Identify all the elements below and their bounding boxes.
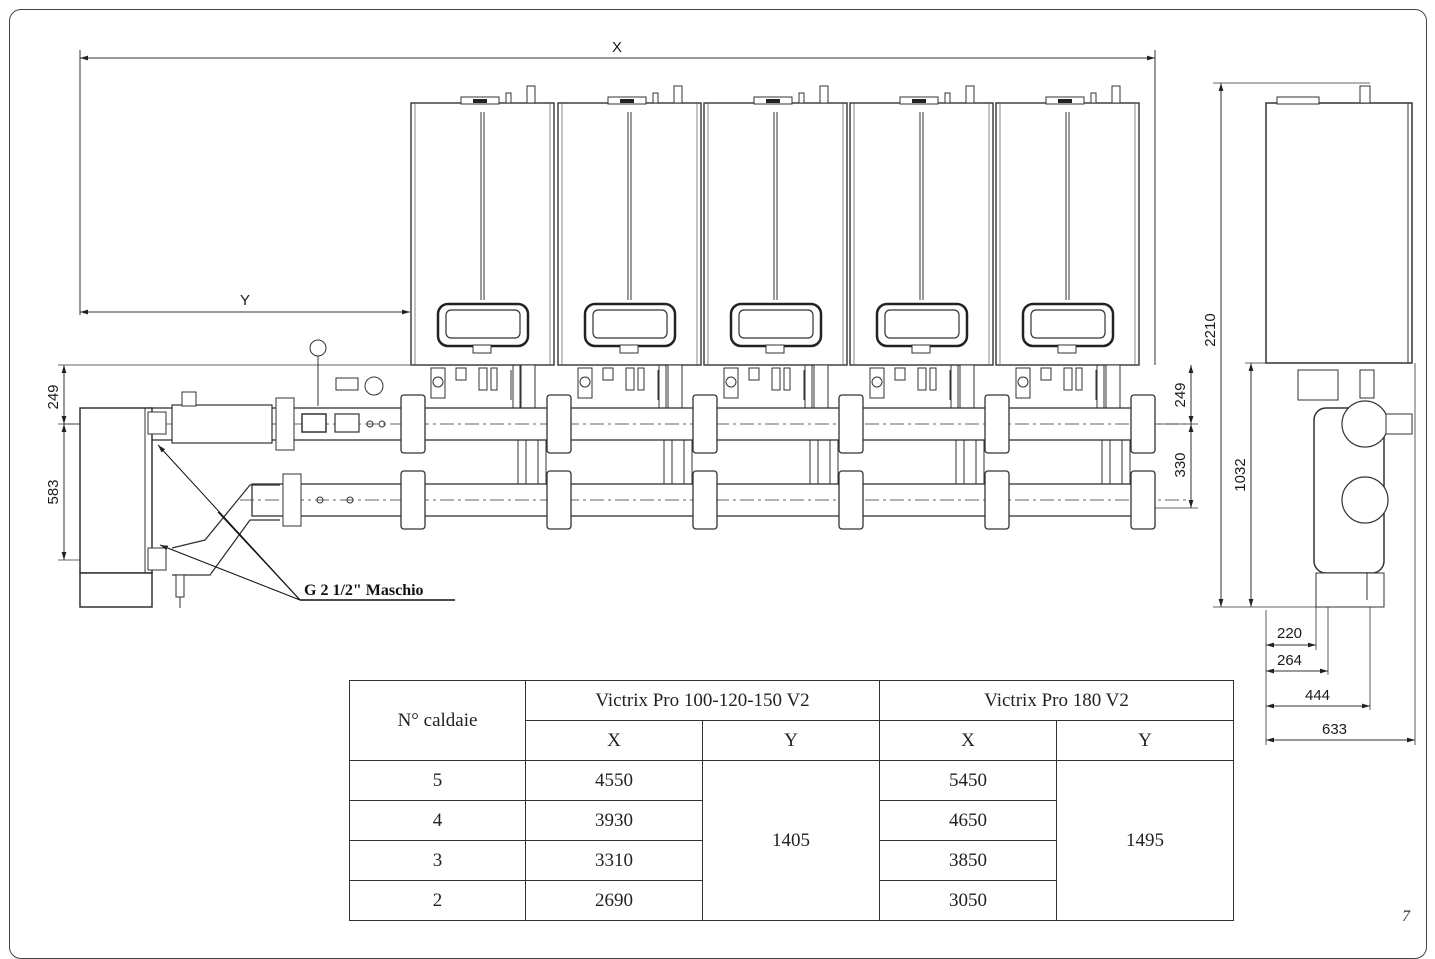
cell-b-x: 4650: [879, 800, 1057, 841]
boiler-unit: [557, 85, 702, 411]
cell-a-x: 3310: [525, 840, 703, 881]
connection-callout: G 2 1/2" Maschio: [157, 444, 455, 601]
dim-220: 220: [1277, 625, 1302, 642]
cell-b-x: 3850: [879, 840, 1057, 881]
boiler-unit: [410, 85, 555, 411]
dim-249-left: 249: [45, 384, 62, 409]
dim-264: 264: [1277, 652, 1302, 669]
dim-583: 583: [45, 479, 62, 504]
cell-b-y: 1495: [1056, 760, 1234, 921]
header-a-x: X: [525, 720, 703, 761]
dim-1032: 1032: [1232, 458, 1249, 491]
manifold-support: [512, 365, 547, 484]
header-model-a: Victrix Pro 100-120-150 V2: [525, 680, 880, 721]
manifold-flange-pair: [400, 394, 426, 530]
header-a-y: Y: [702, 720, 880, 761]
cell-a-x: 3930: [525, 800, 703, 841]
callout-label: G 2 1/2" Maschio: [304, 582, 424, 599]
manifold-flange-pair: [546, 394, 572, 530]
dim-444: 444: [1305, 687, 1330, 704]
header-model-b: Victrix Pro 180 V2: [879, 680, 1234, 721]
dim-249-right: 249: [1172, 382, 1189, 407]
manifold-flange-pair: [1130, 394, 1156, 530]
header-boiler-count: N° caldaie: [349, 680, 526, 761]
table-row: 4 3930 4650: [349, 800, 1234, 841]
manifold-flange-pair: [838, 394, 864, 530]
dimension-y: Y: [80, 292, 410, 315]
manifold-support: [1096, 365, 1131, 484]
side-height-dimensions: 2210 1032: [1202, 82, 1370, 608]
manifold-support: [804, 365, 839, 484]
table-row: 5 4550 1405 5450 1495: [349, 760, 1234, 921]
boiler-unit: [995, 85, 1140, 411]
manifold-support: [950, 365, 985, 484]
boiler-row: [410, 85, 1140, 411]
manifold-flange-pair: [984, 394, 1010, 530]
cell-boiler-count: 4: [349, 800, 526, 841]
header-b-x: X: [879, 720, 1057, 761]
boiler-unit: [849, 85, 994, 411]
manifold-flanges: [400, 365, 1156, 530]
hydraulic-separator: [79, 407, 280, 608]
dim-2210: 2210: [1202, 313, 1219, 346]
right-dimensions: 249 330: [1155, 365, 1198, 509]
cell-boiler-count: 3: [349, 840, 526, 881]
cell-b-x: 3050: [879, 880, 1057, 921]
cell-boiler-count: 5: [349, 760, 526, 801]
table-row: 2 2690 3050: [349, 880, 1234, 921]
header-b-y: Y: [1056, 720, 1234, 761]
cell-a-y: 1405: [702, 760, 880, 921]
dim-330: 330: [1172, 452, 1189, 477]
page-number: 7: [1402, 908, 1410, 925]
dim-x-label: X: [612, 39, 622, 56]
boiler-dimensions-table: N° caldaie Victrix Pro 100-120-150 V2 Vi…: [349, 680, 1234, 921]
cell-b-x: 5450: [879, 760, 1057, 801]
manifold-flange-pair: [692, 394, 718, 530]
side-depth-dimensions: 220 264 444 633: [1265, 363, 1416, 745]
left-dimensions: 249 583: [45, 364, 410, 561]
flow-fittings: [171, 339, 386, 527]
dimension-x: X: [79, 39, 1156, 365]
dim-633: 633: [1322, 721, 1347, 738]
table-row: 3 3310 3850: [349, 840, 1234, 881]
side-view: [1265, 85, 1413, 608]
manifold-support: [658, 365, 693, 484]
boiler-unit: [703, 85, 848, 411]
cell-a-x: 2690: [525, 880, 703, 921]
cell-boiler-count: 2: [349, 880, 526, 921]
cell-a-x: 4550: [525, 760, 703, 801]
dim-y-label: Y: [240, 292, 250, 309]
